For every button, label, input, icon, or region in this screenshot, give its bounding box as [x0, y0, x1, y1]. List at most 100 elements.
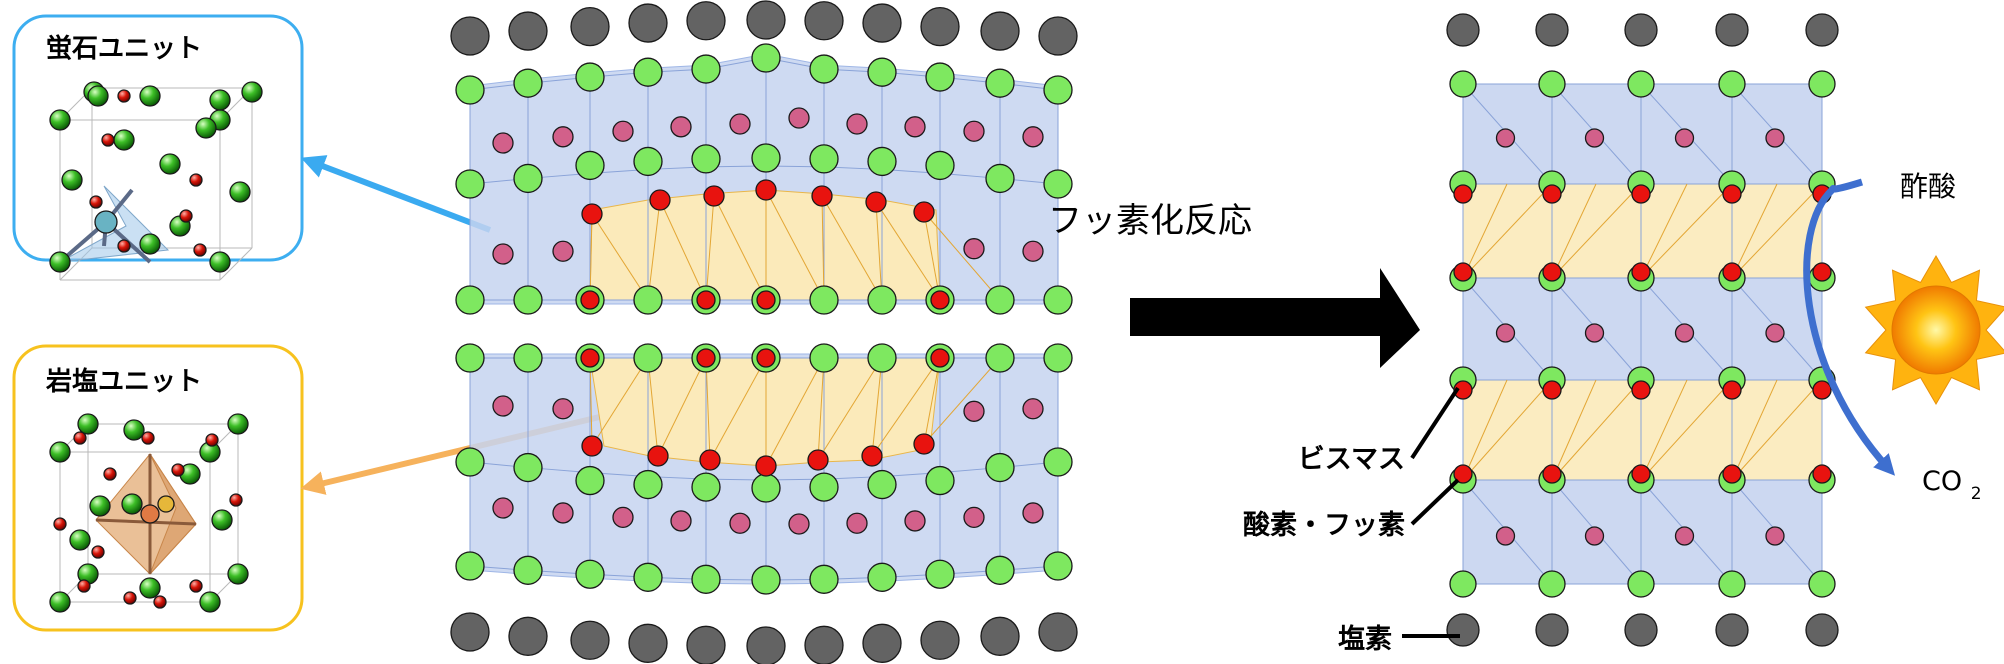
inner-atom — [552, 502, 574, 524]
fluorite-center-atom — [94, 210, 118, 234]
bismuth-atom — [867, 57, 897, 87]
rocksalt-bond — [1462, 379, 1553, 481]
inner-atom — [612, 120, 634, 142]
rocksalt-anion — [141, 431, 155, 445]
inner-atom — [1495, 128, 1516, 148]
bismuth-atom — [513, 163, 543, 194]
bismuth-atom — [985, 555, 1015, 585]
fluorite-band — [1462, 83, 1823, 185]
bismuth-atom — [867, 562, 897, 592]
rocksalt-cation — [211, 509, 233, 531]
rocksalt-bond — [1731, 183, 1778, 279]
fluorite-anion — [117, 239, 131, 253]
chlorine-atom — [804, 625, 844, 664]
bismuth-atom — [1043, 285, 1073, 315]
oxygen-atom — [756, 348, 776, 368]
oxygen-fluorine-atom — [1722, 184, 1742, 204]
sun-disc — [1891, 285, 1981, 375]
inner-atom — [963, 120, 985, 142]
reaction-arrow — [1130, 268, 1420, 368]
rocksalt-anion — [205, 433, 219, 447]
bismuth-atom — [575, 62, 605, 92]
bismuth-atom — [867, 343, 897, 373]
rocksalt-bond — [817, 357, 883, 461]
chlorine-atom — [1535, 13, 1569, 47]
fluorite-anion — [179, 209, 193, 223]
bismuth-atom — [1718, 70, 1746, 98]
fluorite-cation — [49, 109, 71, 131]
inner-atom — [1765, 526, 1785, 546]
chlorine-atom — [1805, 613, 1839, 647]
bismuth-atom — [633, 469, 663, 500]
chlorine-atom — [1446, 13, 1480, 47]
rocksalt-bond — [875, 201, 941, 301]
inner-atom — [904, 510, 926, 532]
chlorine-atom — [450, 16, 490, 56]
oxygen-fluorine-atom — [1542, 464, 1562, 484]
rocksalt-anion — [103, 467, 117, 481]
rocksalt-center-atom — [140, 504, 160, 524]
sun-icon — [1864, 255, 2004, 405]
rocksalt-bond — [1551, 183, 1597, 279]
rocksalt-cation — [49, 591, 71, 613]
rocksalt-cation — [123, 419, 145, 441]
bismuth-atom — [1538, 570, 1566, 598]
inner-atom — [1022, 398, 1044, 420]
rocksalt-anion — [77, 579, 91, 593]
chlorine-atom — [628, 623, 668, 663]
rocksalt-bond — [871, 357, 941, 457]
inner-atom — [1765, 128, 1785, 148]
rocksalt-bond — [765, 189, 825, 301]
oxygen-fluorine-atom — [1453, 380, 1473, 400]
rocksalt-bond — [765, 357, 825, 467]
bismuth-atom — [513, 452, 543, 483]
rocksalt-bond — [1551, 379, 1597, 481]
rocksalt-bond — [1462, 183, 1508, 279]
inner-atom — [552, 240, 574, 262]
inner-atom — [963, 400, 985, 422]
chlorine-atom — [1535, 613, 1569, 647]
co2-label: CO 2 — [1922, 466, 1982, 504]
fluorite-cation — [139, 233, 161, 255]
fluorite-cation — [209, 89, 231, 111]
oxygen-atom — [699, 449, 721, 471]
rocksalt-bond — [817, 357, 825, 461]
bismuth-atom — [985, 343, 1015, 373]
oxygen-atom — [696, 290, 716, 310]
inner-atom — [1584, 323, 1605, 343]
bismuth-atom — [1538, 70, 1566, 98]
rocksalt-cation — [77, 413, 99, 435]
inner-atom — [1674, 323, 1695, 343]
bismuth-atom — [1043, 169, 1073, 199]
bismuth-atom — [809, 144, 839, 174]
rocksalt-bond — [923, 211, 941, 301]
bismuth-atom — [1449, 70, 1477, 98]
chlorine-atom — [570, 620, 610, 660]
rocksalt-bond — [713, 195, 767, 301]
rocksalt-bond — [875, 201, 883, 301]
bismuth-atom — [633, 57, 663, 87]
oxygen-atom — [930, 348, 950, 368]
bismuth-atom — [925, 150, 955, 181]
inner-atom — [492, 395, 514, 417]
chlorine-atom — [1715, 13, 1749, 47]
inner-atom — [1765, 323, 1785, 343]
bismuth-atom — [575, 465, 605, 496]
fluorite-anion — [117, 89, 131, 103]
rocksalt-bond — [709, 357, 767, 461]
bismuth-atom — [455, 447, 485, 477]
inner-atom — [729, 512, 751, 534]
rocksalt-bond — [821, 195, 883, 301]
rocksalt-cation — [139, 577, 161, 599]
legend-chlorine-label: 塩素 — [1338, 624, 1392, 655]
inner-atom — [1022, 240, 1044, 262]
bismuth-atom — [1043, 447, 1073, 477]
rocksalt-bond — [591, 213, 649, 301]
lower-rocksalt-region — [589, 357, 941, 467]
oxygen-atom — [913, 433, 935, 455]
legend-oxygen-fluorine-label: 酸素・フッ素 — [1243, 510, 1405, 541]
oxygen-fluorine-atom — [1722, 464, 1742, 484]
bismuth-atom — [867, 469, 897, 500]
rocksalt-anion — [153, 595, 167, 609]
bismuth-atom — [809, 564, 839, 594]
